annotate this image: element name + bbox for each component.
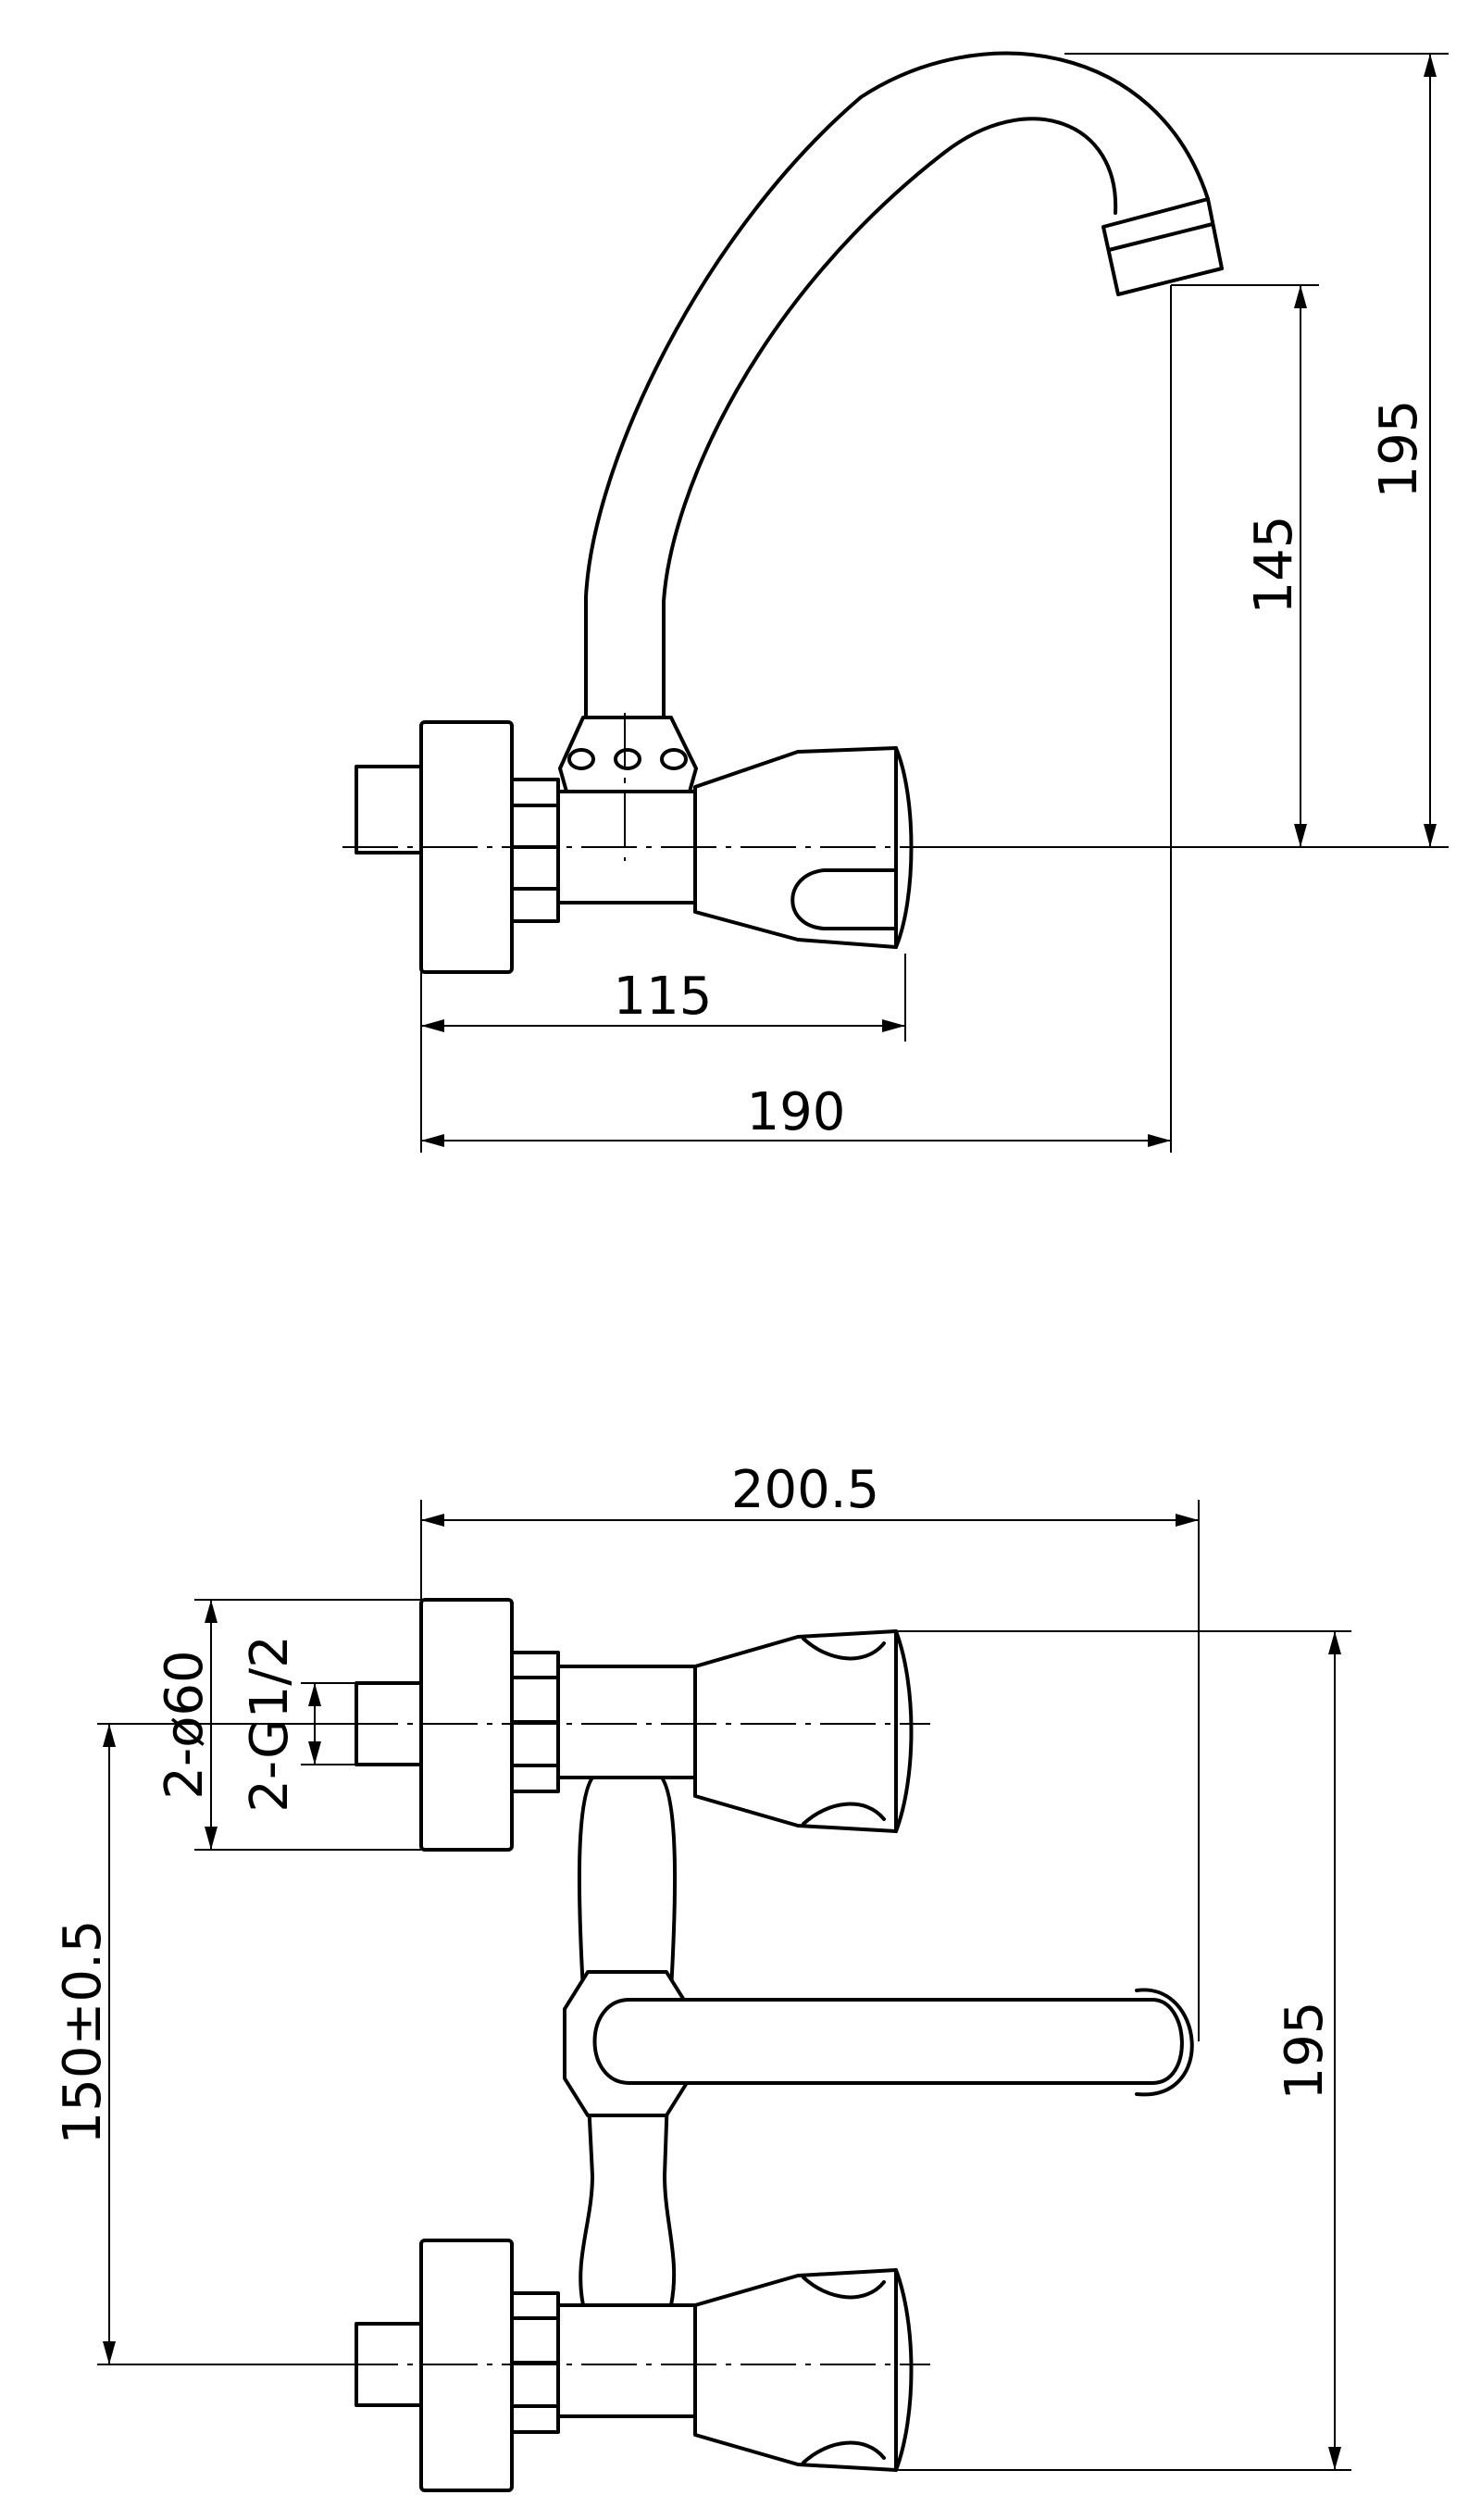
dim-115-arrow-right bbox=[882, 1019, 905, 1032]
top-lower-valve-body bbox=[556, 2303, 697, 2418]
side-inlet-pipe bbox=[355, 765, 423, 855]
dim-145-arrow-bottom bbox=[1294, 824, 1307, 847]
swivel-nut-dot-right bbox=[660, 748, 688, 770]
dim-thread-arrow-bottom bbox=[308, 1741, 321, 1765]
top-upper-handle bbox=[693, 1629, 898, 1833]
spout-aerator bbox=[1101, 197, 1224, 296]
dim-195-arrow-bottom bbox=[1424, 824, 1437, 847]
spout-aerator-ring bbox=[1107, 222, 1214, 252]
side-hex-nut bbox=[510, 778, 560, 923]
dim-flange-arrow-bottom bbox=[205, 1827, 218, 1850]
dim-spacing-arrow-bottom bbox=[103, 2341, 116, 2364]
dim-195-arrow-top bbox=[1424, 54, 1437, 77]
side-handle-groove bbox=[790, 868, 898, 930]
top-view: 200.5 195 2-ø60 2-G1/2 150±0.5 bbox=[53, 1460, 1351, 2492]
top-upper-handle-rib-bottom bbox=[802, 1802, 886, 1826]
dim-115-arrow-left bbox=[421, 1019, 444, 1032]
dim-115-label: 115 bbox=[614, 967, 713, 1027]
top-lower-handle-cap bbox=[894, 2268, 914, 2472]
dim-190-label: 190 bbox=[747, 1082, 846, 1142]
swivel-nut-dot-middle bbox=[614, 748, 641, 770]
top-lower-handle-rib-top bbox=[802, 2276, 886, 2300]
top-upper-handle-cap bbox=[894, 1629, 914, 1833]
top-spout-end-ring bbox=[1135, 1988, 1194, 2097]
dim-200-5-arrow-right bbox=[1176, 1514, 1199, 1527]
top-lower-handle-rib-bottom bbox=[802, 2440, 886, 2464]
dim-200-5-label: 200.5 bbox=[731, 1460, 879, 1520]
spout-swivel-nut bbox=[558, 716, 698, 793]
dim-145-label: 145 bbox=[1244, 516, 1304, 615]
dim-spacing-arrow-top bbox=[103, 1724, 116, 1747]
dim-flange-arrow-top bbox=[205, 1600, 218, 1623]
top-spout-pipe bbox=[592, 1998, 1184, 2085]
side-view: 115 190 145 195 bbox=[342, 51, 1449, 1153]
dim-spacing-label: 150±0.5 bbox=[53, 1920, 113, 2145]
swivel-nut-dot-left bbox=[567, 748, 595, 770]
dim-top-195-label: 195 bbox=[1275, 2002, 1335, 2101]
dim-top-195-arrow-bottom bbox=[1328, 2447, 1341, 2470]
dim-195-label: 195 bbox=[1369, 400, 1429, 499]
spout-inner-curve bbox=[662, 117, 1118, 719]
dim-top-195-arrow-top bbox=[1328, 1631, 1341, 1654]
dim-190-arrow-left bbox=[421, 1134, 444, 1147]
dim-145-arrow-top bbox=[1294, 285, 1307, 308]
dim-thread-arrow-top bbox=[308, 1683, 321, 1706]
dim-190-arrow-right bbox=[1148, 1134, 1171, 1147]
dim-200-5-arrow-left bbox=[421, 1514, 444, 1527]
top-lower-handle bbox=[693, 2268, 898, 2472]
top-upper-handle-rib-top bbox=[802, 1637, 886, 1661]
top-upper-valve-body bbox=[556, 1665, 697, 1779]
spout-outer-curve bbox=[584, 51, 1210, 719]
